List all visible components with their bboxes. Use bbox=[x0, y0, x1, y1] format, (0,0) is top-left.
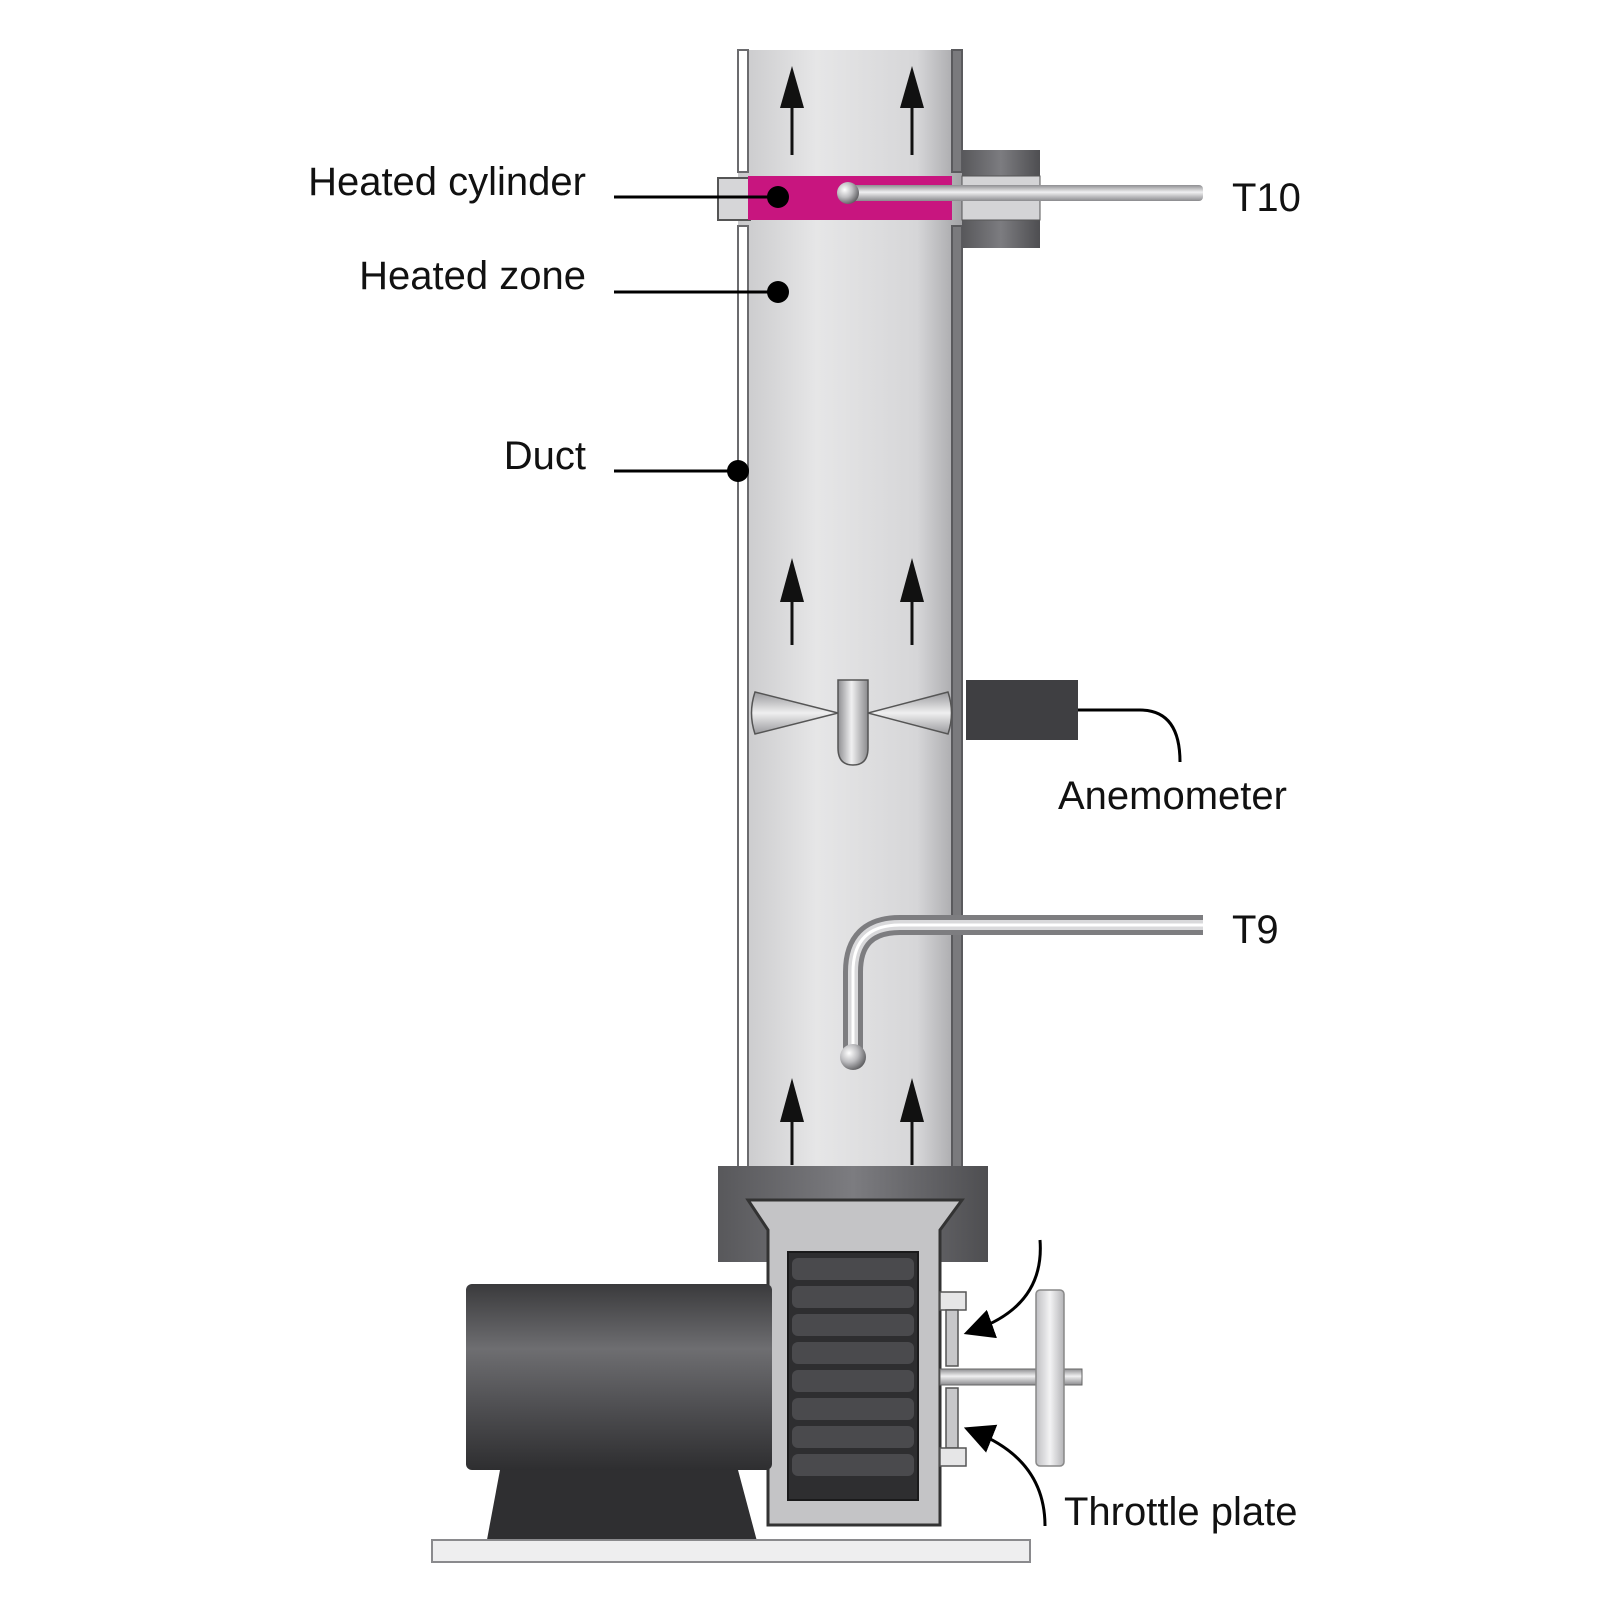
t9-label: T9 bbox=[1232, 908, 1279, 952]
dot-icon bbox=[767, 281, 789, 303]
throttle-plate-label: Throttle plate bbox=[1064, 1490, 1298, 1534]
t10-probe bbox=[845, 185, 1203, 201]
up-arrow-icon bbox=[780, 1078, 804, 1165]
dot-icon bbox=[727, 460, 749, 482]
anemometer-label: Anemometer bbox=[1058, 774, 1287, 818]
sphere-icon bbox=[837, 182, 859, 204]
up-arrow-icon bbox=[900, 66, 924, 155]
fan-housing bbox=[718, 1166, 988, 1527]
up-arrow-icon bbox=[780, 558, 804, 645]
heated-zone-label: Heated zone bbox=[359, 254, 586, 298]
fan-louvers bbox=[792, 1258, 914, 1476]
sphere-icon bbox=[840, 1044, 866, 1070]
flow-arrows bbox=[780, 66, 924, 1165]
leader-lines bbox=[614, 186, 789, 482]
up-arrow-icon bbox=[780, 66, 804, 155]
duct-label: Duct bbox=[503, 434, 586, 478]
up-arrow-icon bbox=[900, 558, 924, 645]
throttle-plate bbox=[939, 1239, 1083, 1527]
anemometer bbox=[750, 679, 1182, 766]
dot-icon bbox=[767, 186, 789, 208]
motor bbox=[431, 1284, 1031, 1563]
t10-label: T10 bbox=[1232, 176, 1301, 220]
heated-cylinder bbox=[717, 150, 1203, 248]
t9-probe bbox=[840, 915, 1203, 1070]
heated-cylinder-label: Heated cylinder bbox=[308, 160, 586, 204]
up-arrow-icon bbox=[900, 1078, 924, 1165]
